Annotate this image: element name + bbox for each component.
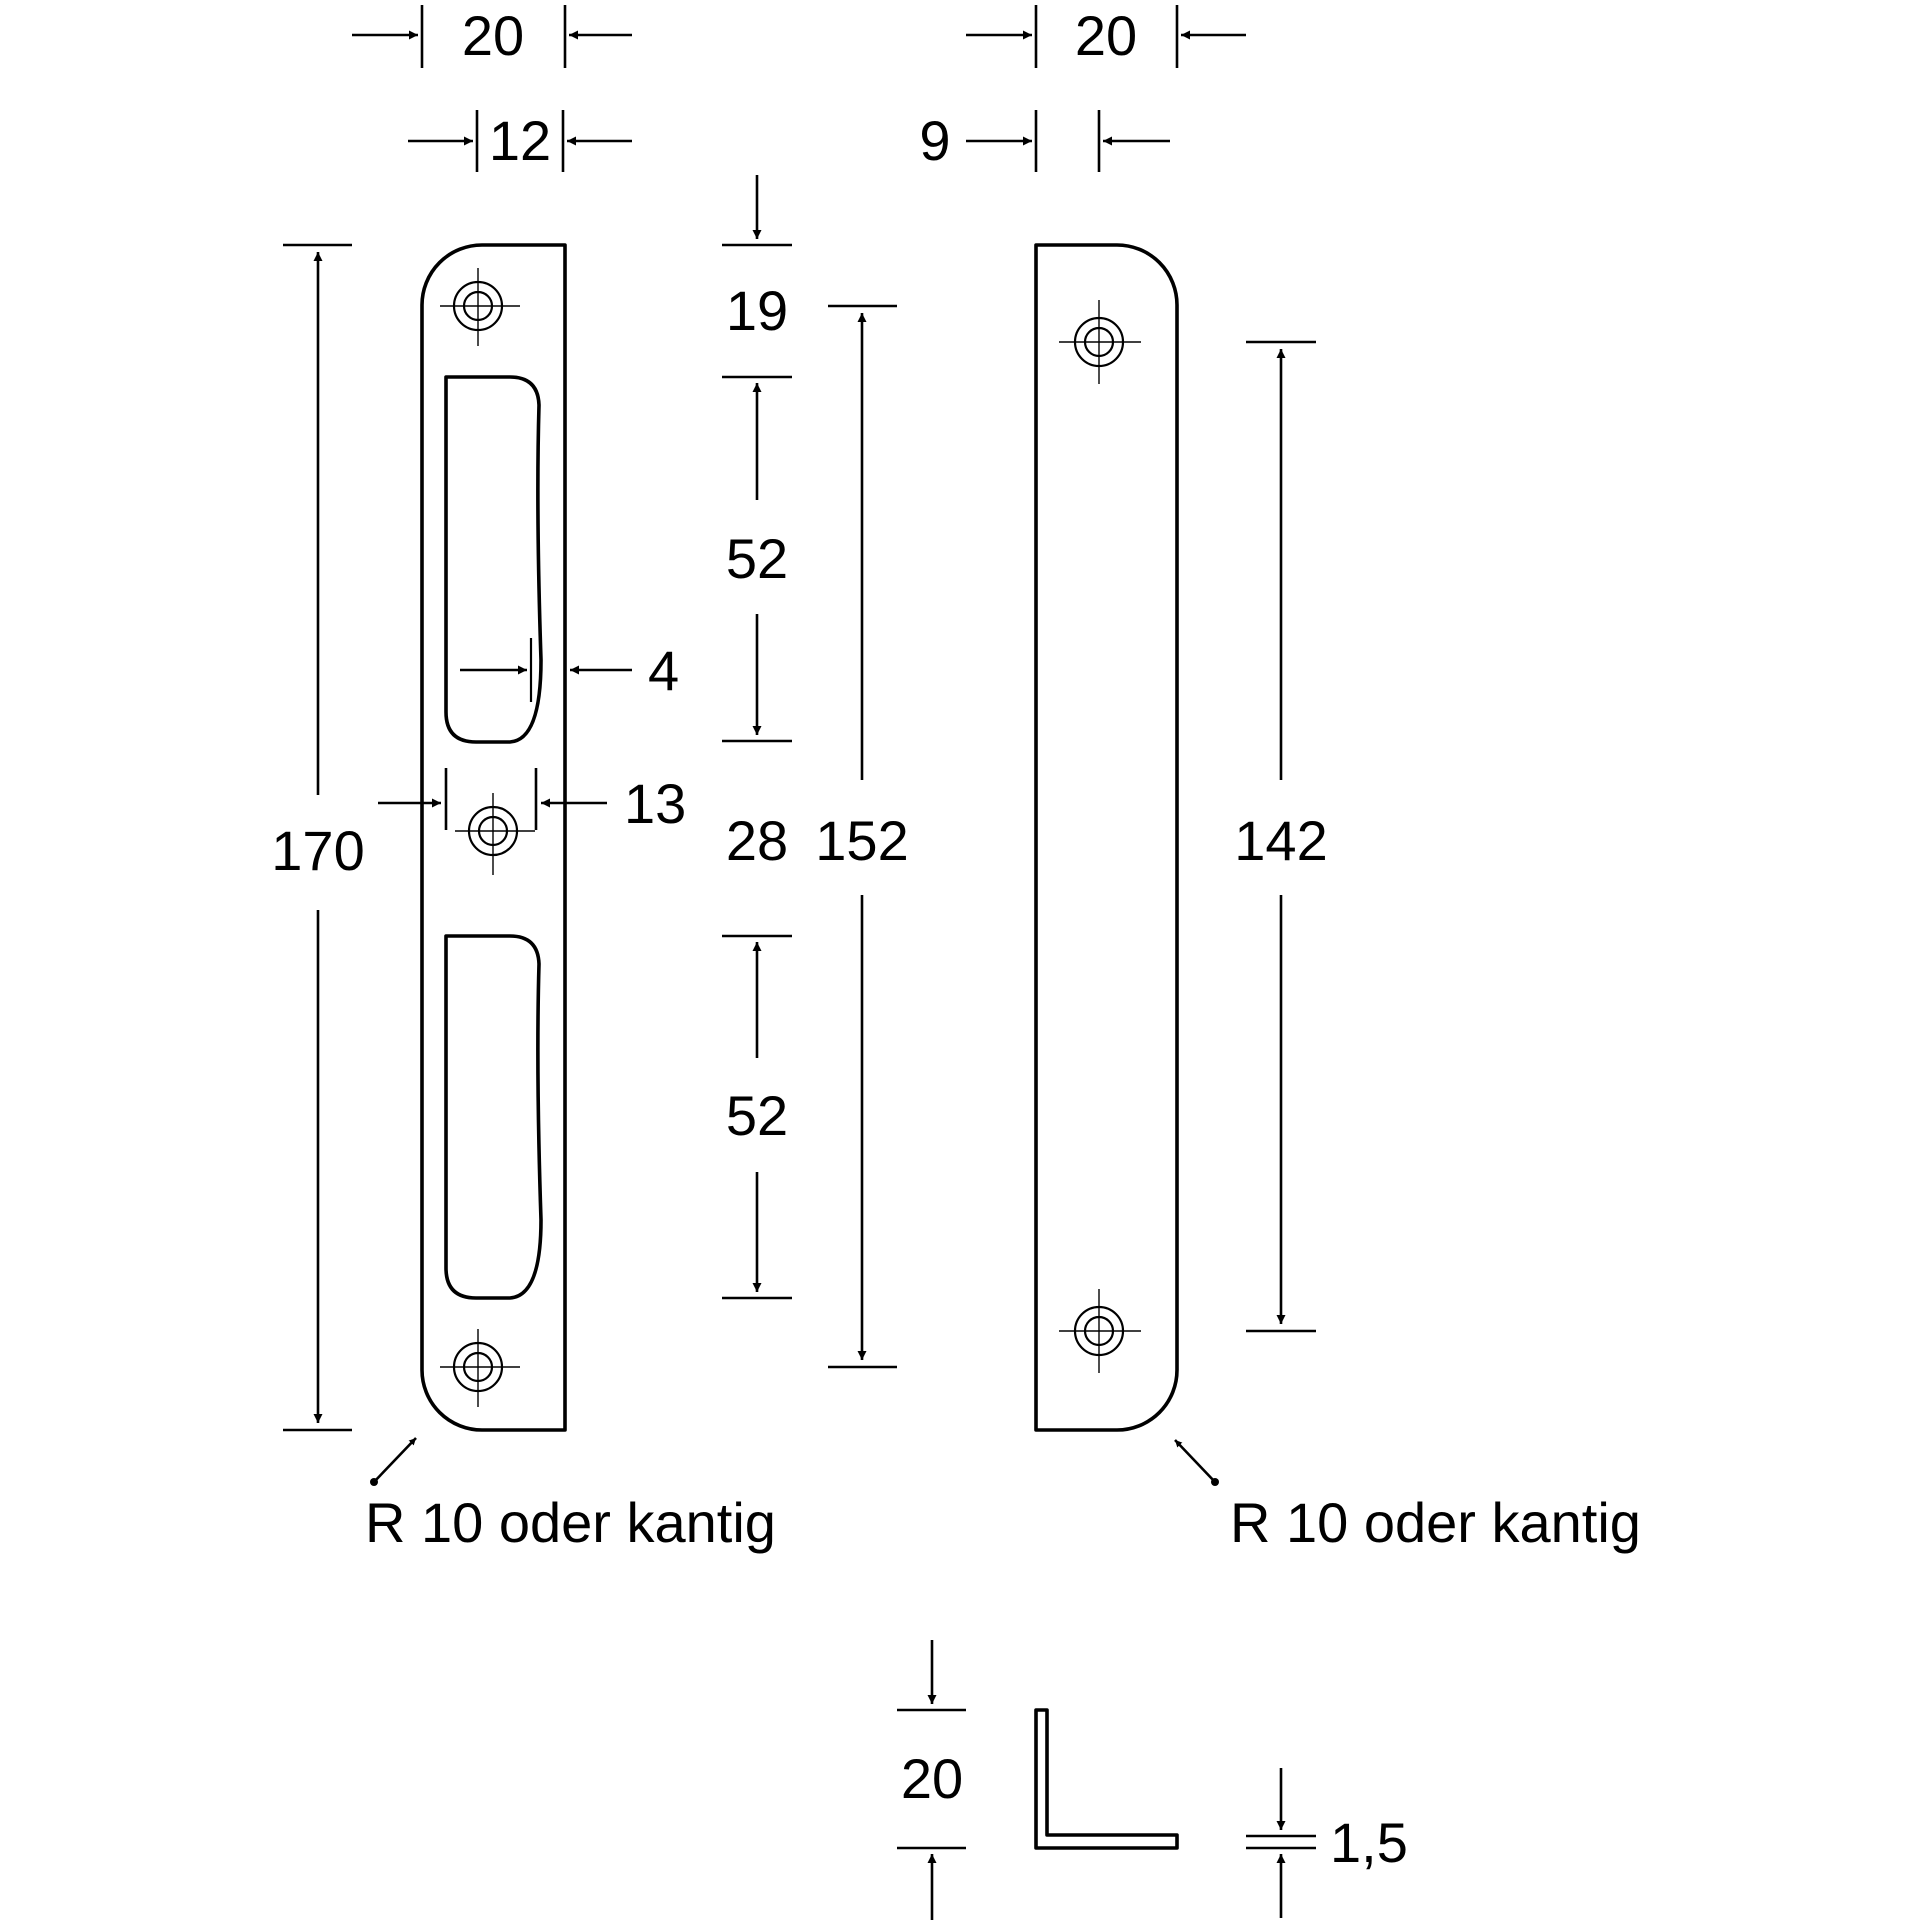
dim-left-height-170: 170 [271, 243, 365, 1432]
left-plate-outline [420, 243, 567, 1432]
right-cover-plate [1034, 243, 1179, 1432]
screw-hole-icon [440, 268, 520, 346]
left-strike-plate [420, 243, 567, 1432]
dim-label: 142 [1234, 809, 1327, 872]
dim-lip-offset-4: 4 [460, 639, 679, 702]
dim-angle-thickness: 1,5 [1246, 1768, 1408, 1918]
dim-edge-offset-9: 9 [919, 109, 1170, 172]
middle-dimension-stack: 19 52 28 52 [722, 175, 792, 1300]
dim-label: 12 [489, 109, 551, 172]
lower-bolt-slot [444, 934, 543, 1300]
dim-angle-leg-20: 20 [897, 1640, 966, 1920]
dim-label: 20 [462, 4, 524, 67]
dim-label: 20 [1075, 4, 1137, 67]
dim-hole-span-152: 152 [815, 304, 909, 1369]
dim-left-width-12: 12 [408, 109, 632, 172]
dim-label: 28 [726, 809, 788, 872]
corner-note-label: R 10 oder kantig [365, 1491, 776, 1554]
dim-label: 20 [901, 1747, 963, 1810]
angle-profile-outline [1034, 1708, 1179, 1850]
dim-left-width-20: 20 [352, 4, 632, 68]
dim-hole-span-142: 142 [1234, 340, 1328, 1333]
corner-radius-note-left: R 10 oder kantig [365, 1437, 776, 1554]
dim-label: 9 [919, 109, 950, 172]
screw-hole-icon [1059, 300, 1141, 384]
dim-label: 19 [726, 279, 788, 342]
upper-latch-slot [444, 375, 543, 744]
dim-label: 13 [624, 772, 686, 835]
dim-right-width-20: 20 [966, 4, 1246, 68]
screw-hole-icon [455, 793, 535, 875]
dim-label: 152 [815, 809, 908, 872]
screw-hole-icon [440, 1329, 520, 1407]
dim-hole-width-13: 13 [378, 768, 686, 835]
dim-label: 52 [726, 1084, 788, 1147]
dim-label: 1,5 [1330, 1811, 1408, 1874]
right-plate-outline [1034, 243, 1179, 1432]
screw-hole-icon [1059, 1289, 1141, 1373]
corner-note-label: R 10 oder kantig [1230, 1491, 1641, 1554]
dim-label: 4 [648, 639, 679, 702]
angle-profile-section [1034, 1708, 1179, 1850]
dim-label: 170 [271, 819, 364, 882]
dim-label: 52 [726, 527, 788, 590]
corner-radius-note-right: R 10 oder kantig [1174, 1439, 1641, 1554]
